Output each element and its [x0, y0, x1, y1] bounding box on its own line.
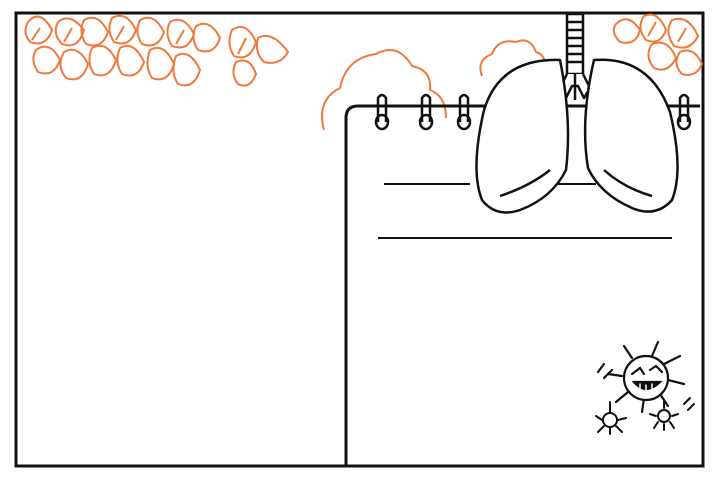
lungs-icon	[475, 12, 679, 214]
germ-small-right-icon	[649, 397, 695, 431]
cloud-large-icon	[321, 49, 447, 131]
leaf-cluster-left-icon	[24, 14, 289, 87]
outer-frame	[14, 11, 705, 468]
germ-small-left-icon	[595, 401, 627, 435]
leaf-cluster-right-icon	[612, 13, 703, 76]
germ-large-icon	[596, 340, 686, 414]
spiral-rings-icon	[374, 93, 692, 131]
notepad	[344, 104, 700, 466]
